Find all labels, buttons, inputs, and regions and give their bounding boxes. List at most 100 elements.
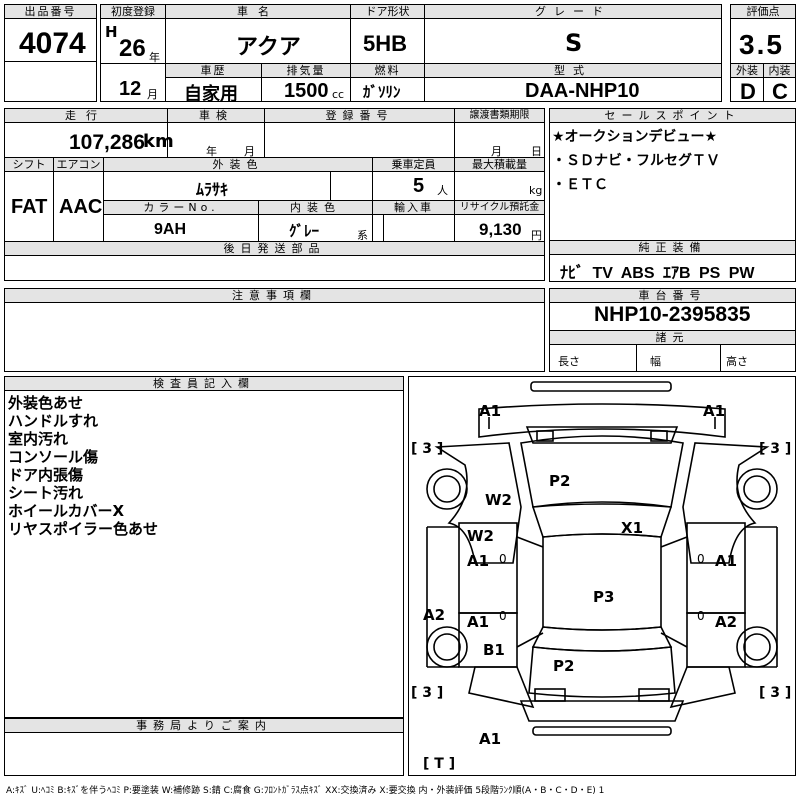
specs-header: 諸元 (550, 330, 795, 345)
car-name: アクア (236, 35, 301, 60)
chassis-header: 車台番号 (550, 289, 795, 303)
capacity: 5 (413, 175, 425, 197)
history: 自家用 (184, 84, 238, 105)
tire-rear-right (736, 626, 778, 668)
int-color-suffix: 系 (357, 229, 368, 242)
mark-a2-left: A2 (423, 606, 446, 624)
mark-tire-front-left: [ 3 ] (411, 441, 444, 457)
model-box: 型式 DAA-NHP10 (424, 63, 722, 102)
ext-score: D (740, 79, 756, 104)
lot-header: 出品番号 (5, 5, 96, 19)
recycle-unit: 円 (531, 229, 542, 242)
hood-outline (520, 435, 684, 508)
ext-score-box: 外装 D (730, 63, 764, 104)
history-box: 車歴 自家用 (165, 63, 262, 105)
inspector-note: 室内汚れ (8, 430, 69, 448)
inspection-year-unit: 年 (206, 145, 217, 158)
car-diagram-box: A1 A1 [ 3 ] [ 3 ] P2 W2 X1 W2 A1 0 0 A1 … (408, 376, 796, 776)
color-box: 外装色 ﾑﾗｻｷ (103, 157, 373, 202)
caution-box: 注意事項欄 (4, 288, 545, 372)
sales-line: ★オークションデビュー★ (552, 129, 718, 145)
score: 3.5 (739, 29, 784, 60)
shift: FAT (11, 196, 48, 218)
rear-bumper (519, 700, 685, 722)
int-color: ｸﾞﾚｰ (289, 222, 320, 240)
mark-p2-rear: P2 (553, 657, 575, 675)
fender-front-right (682, 442, 770, 564)
mark-a1-front-left: A1 (479, 402, 502, 420)
rear-bumper-bottom (532, 726, 672, 736)
fuel: ｶﾞｿﾘﾝ (363, 83, 401, 101)
inspector-note: コンソール傷 (8, 448, 99, 466)
import-box: 輸入車 (372, 200, 455, 242)
front-bumper (478, 403, 726, 438)
mark-w2-door: W2 (467, 527, 494, 545)
int-score: C (772, 79, 788, 104)
ac-box: エアコン AAC (53, 157, 104, 242)
inspector-header: 検査員記入欄 (5, 377, 403, 391)
name-header: 車名 (166, 5, 350, 19)
displacement-box: 排気量 1500 cc (261, 63, 351, 102)
deadline-header: 譲渡書類期限 (455, 109, 544, 123)
int-color-header: 内装色 (259, 201, 372, 215)
era: H (105, 23, 118, 41)
sales-line: ・ＥＴＣ (552, 177, 608, 193)
mark-p2-hood: P2 (549, 472, 571, 490)
rear-window (531, 626, 673, 652)
tire-rear-left (426, 626, 468, 668)
door-box: ドア形状 5HB (350, 4, 425, 64)
sales-point-header: セールスポイント (550, 109, 795, 123)
reg-month-unit: 月 (147, 88, 158, 101)
color-no-box: カラーNo. 9AH (103, 200, 259, 242)
deadline-box: 譲渡書類期限 月 日 (454, 108, 545, 158)
mark-zero-left-1: 0 (499, 552, 507, 566)
mark-a1-left-door: A1 (467, 552, 490, 570)
legend: A:ｷｽﾞ U:ﾍｺﾐ B:ｷｽﾞを伴うﾍｺﾐ P:要塗装 W:補修跡 S:錆 … (6, 786, 605, 796)
front-bumper-top (530, 381, 672, 392)
rear-quarter-right (669, 666, 736, 709)
sales-line: ・ＳＤナビ・フルセグＴＶ (552, 153, 720, 169)
fuel-box: 燃料 ｶﾞｿﾘﾝ (350, 63, 425, 102)
mileage-header: 走行 (5, 109, 167, 123)
spec-length: 長さ (558, 355, 580, 368)
office-header: 事務局よりご案内 (5, 719, 403, 733)
color: ﾑﾗｻｷ (196, 180, 229, 199)
equipment-box: 純正装備 ﾅﾋﾞ TV ABS ｴｱB PS PW (549, 240, 796, 282)
mark-zero-left-2: 0 (499, 609, 507, 623)
chassis-number: NHP10-2395835 (594, 303, 751, 326)
equipment-items: ﾅﾋﾞ TV ABS ｴｱB PS PW (560, 265, 755, 282)
name-box: 車名 アクア (165, 4, 351, 64)
inspection-box: 車検 年 月 (167, 108, 265, 158)
import-header: 輸入車 (373, 201, 454, 215)
reg-year: 26 (119, 35, 146, 62)
inspection-month-unit: 月 (244, 145, 255, 158)
fender-front-left (434, 442, 522, 564)
recycle-fee: 9,130 (479, 220, 522, 239)
displacement: 1500 (284, 80, 329, 102)
deadline-day-unit: 日 (531, 145, 542, 158)
inspector-note: 外装色あせ (8, 394, 84, 412)
inspection-header: 車検 (168, 109, 264, 123)
spec-height: 高さ (726, 355, 748, 368)
mileage-box: 走行 107,286 km (4, 108, 174, 158)
mark-p3-roof: P3 (593, 588, 615, 606)
mark-x1: X1 (621, 519, 644, 537)
grade-box: グレード S (424, 4, 722, 64)
int-score-box: 内装 C (763, 63, 796, 104)
mark-zero-right-2: 0 (697, 609, 705, 623)
equipment-header: 純正装備 (550, 241, 795, 255)
capacity-unit: 人 (437, 184, 448, 197)
mark-tire-rear-left: [ 3 ] (411, 685, 444, 701)
capacity-header: 乗車定員 (373, 158, 454, 172)
model-header: 型式 (425, 64, 721, 78)
mark-b1: B1 (483, 641, 505, 659)
capacity-box: 乗車定員 5 人 (372, 157, 455, 201)
displacement-header: 排気量 (262, 64, 350, 78)
load-header: 最大積載量 (455, 158, 544, 172)
fuel-header: 燃料 (351, 64, 424, 78)
caution-header: 注意事項欄 (5, 289, 544, 303)
lot-box: 出品番号 4074 (4, 4, 97, 102)
displacement-unit: cc (332, 88, 345, 101)
first-reg-header: 初度登録 (101, 5, 165, 19)
mark-spare-tire: [ T ] (423, 756, 456, 772)
